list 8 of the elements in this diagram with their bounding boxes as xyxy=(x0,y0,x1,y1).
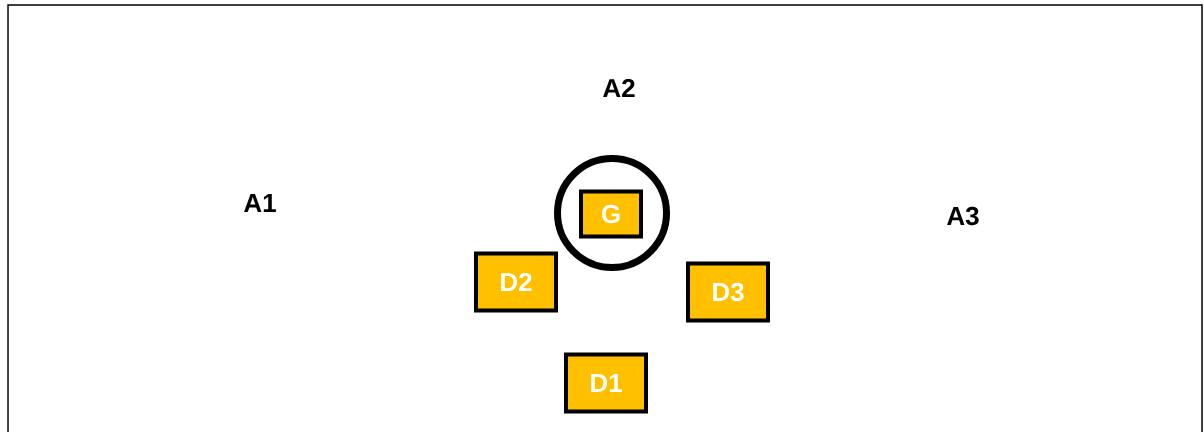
letter-box: G xyxy=(579,189,643,239)
area-label: A2 xyxy=(603,78,635,98)
area-label: A3 xyxy=(947,206,979,226)
letter-box: D1 xyxy=(564,352,648,414)
area-label: A1 xyxy=(244,194,276,212)
letter-box: D2 xyxy=(474,251,558,313)
letter-box: D3 xyxy=(686,261,770,323)
circle-outline xyxy=(554,155,670,271)
